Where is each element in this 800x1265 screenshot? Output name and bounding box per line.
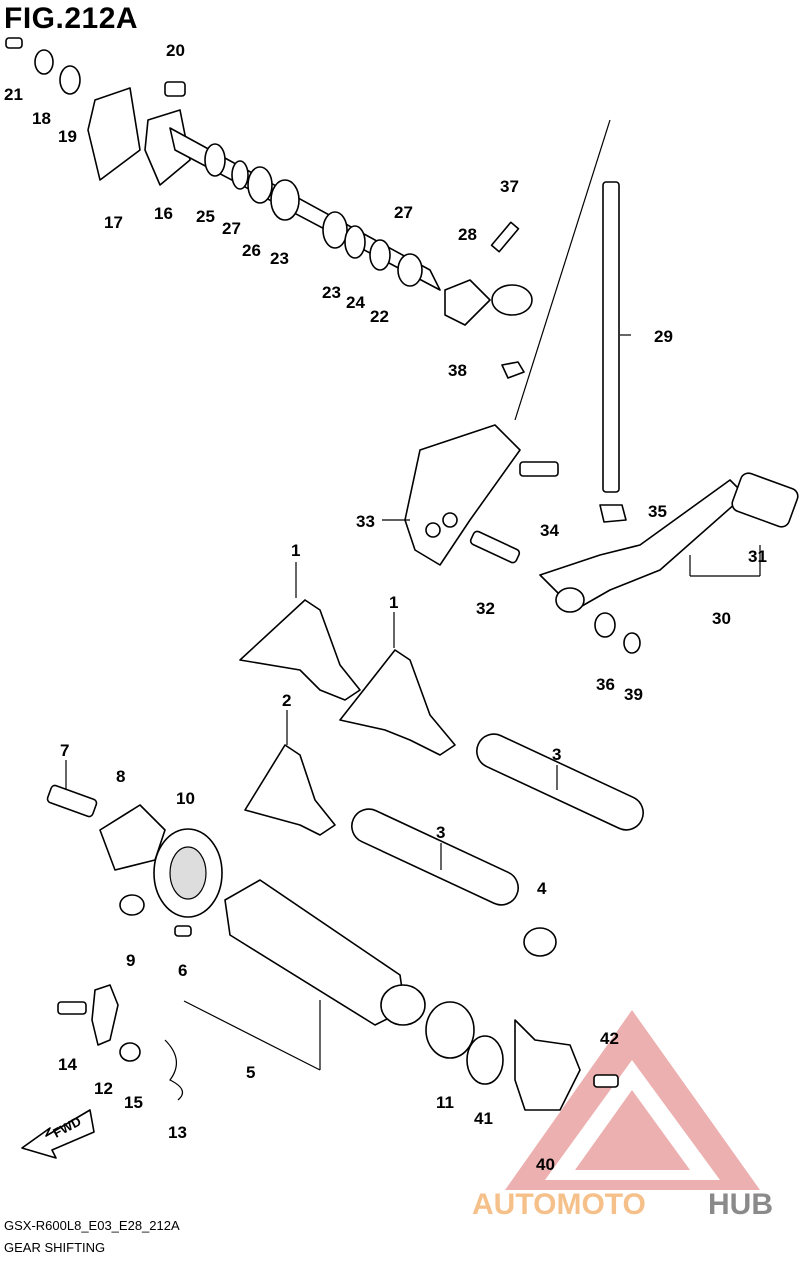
shift-forks	[239, 599, 644, 957]
callout-20: 20	[166, 41, 185, 60]
callout-34: 34	[540, 521, 559, 540]
callout-31: 31	[748, 547, 767, 566]
callout-3a: 3	[552, 745, 561, 764]
callout-25: 25	[196, 207, 215, 226]
callout-17: 17	[104, 213, 123, 232]
callout-5: 5	[246, 1063, 255, 1082]
callout-7: 7	[60, 741, 69, 760]
callout-23b: 23	[322, 283, 341, 302]
callout-13: 13	[168, 1123, 187, 1142]
figure-title: FIG.212A	[4, 2, 139, 35]
callout-42: 42	[600, 1029, 619, 1048]
callout-35: 35	[648, 502, 667, 521]
callout-12: 12	[94, 1079, 113, 1098]
callout-40: 40	[536, 1155, 555, 1174]
callout-15: 15	[124, 1093, 143, 1112]
callout-29: 29	[654, 327, 673, 346]
callout-38: 38	[448, 361, 467, 380]
callout-11: 11	[436, 1093, 454, 1112]
callout-3b: 3	[436, 823, 445, 842]
shift-rod-and-pedal	[404, 119, 799, 654]
callout-33: 33	[356, 512, 375, 531]
callout-32: 32	[476, 599, 495, 618]
callout-27a: 27	[222, 219, 241, 238]
fwd-arrow: FWD	[21, 1109, 95, 1159]
callout-6: 6	[178, 961, 187, 980]
callout-27b: 27	[394, 203, 413, 222]
callout-16: 16	[154, 204, 173, 223]
callout-10: 10	[176, 789, 195, 808]
callout-14: 14	[58, 1055, 77, 1074]
callout-30: 30	[712, 609, 731, 628]
figure-caption: GEAR SHIFTING	[4, 1240, 106, 1255]
callout-22: 22	[370, 307, 389, 326]
shift-shaft-assembly	[5, 37, 533, 379]
callout-41: 41	[474, 1109, 493, 1128]
model-code: GSX-R600L8_E03_E28_212A	[4, 1218, 180, 1233]
callout-labels: 21 18 19 20 17 16 25 27 26 23 27 23 24 2…	[4, 41, 767, 1174]
callout-4: 4	[537, 879, 547, 898]
gearshift-cam-drum	[46, 784, 619, 1111]
stopper-parts	[57, 984, 184, 1101]
callout-18: 18	[32, 109, 51, 128]
callout-23a: 23	[270, 249, 289, 268]
callout-36: 36	[596, 675, 615, 694]
callout-26: 26	[242, 241, 261, 260]
callout-37: 37	[500, 177, 519, 196]
callout-1a: 1	[291, 541, 300, 560]
callout-8: 8	[116, 767, 125, 786]
leader-lines	[65, 334, 761, 1071]
callout-21: 21	[4, 85, 23, 104]
watermark-logo	[505, 1010, 760, 1190]
callout-9: 9	[126, 951, 135, 970]
callout-24: 24	[346, 293, 365, 312]
watermark-brand-part2: HUB	[708, 1188, 773, 1221]
watermark-text: AUTOMOTO HUB	[472, 1188, 773, 1221]
callout-2: 2	[282, 691, 291, 710]
callout-1b: 1	[389, 593, 398, 612]
callout-28: 28	[458, 225, 477, 244]
watermark-brand-part1: AUTOMOTO	[472, 1188, 646, 1221]
callout-19: 19	[58, 127, 77, 146]
callout-39: 39	[624, 685, 643, 704]
